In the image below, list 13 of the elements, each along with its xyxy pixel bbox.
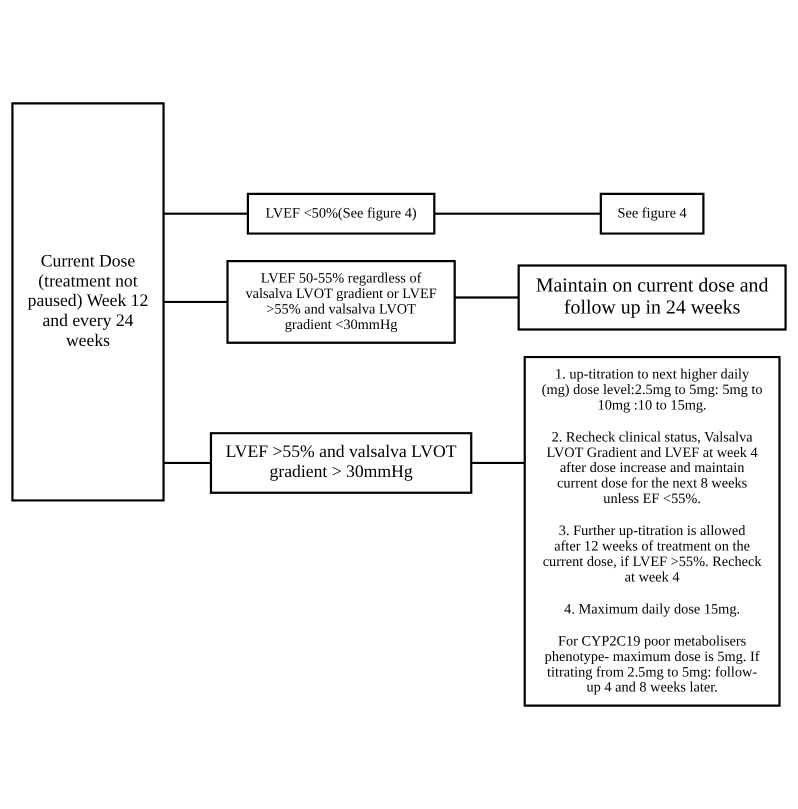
connector [434, 212, 600, 215]
node-box: LVEF >55% and valsalva LVOT gradient > 30mmHg [210, 432, 472, 494]
node-box: LVEF <50%(See figure 4) [246, 192, 436, 235]
connector [164, 462, 210, 464]
node-box: Maintain on current dose and follow up in 24 weeks [518, 264, 787, 331]
connector [164, 212, 248, 215]
node-box: See figure 4 [600, 192, 704, 235]
node-box: Current Dose (treatment not paused) Week 12 and every 24 weeks [11, 102, 165, 502]
node-box: 1. up-titration to next higher daily (mg) dose level:2.5mg to 5mg: 5mg to 10mg :10 to 15mg. 2. Recheck clinical status, Valsalva LVOT Gradient and LVEF at week 4 after dose increase and maintain current dose for the next 8 weeks unless EF <55%. 3. Further up-titration is allowed after 12 weeks of treatment on the current dose, if LVEF >55%. Recheck at week 4 4. Maximum daily dose 15mg. For CYP2C19 poor metabolisers phenotype- maximum dose is 5mg. If titrating from 2.5mg to 5mg: follow-up 4 and 8 weeks later. [524, 356, 781, 707]
connector [472, 462, 524, 464]
connector [454, 296, 518, 299]
node-box: LVEF 50-55% regardless of valsalva LVOT gradient or LVEF >55% and valsalva LVOT gradient <30mmHg [226, 260, 456, 344]
connector [164, 300, 228, 304]
